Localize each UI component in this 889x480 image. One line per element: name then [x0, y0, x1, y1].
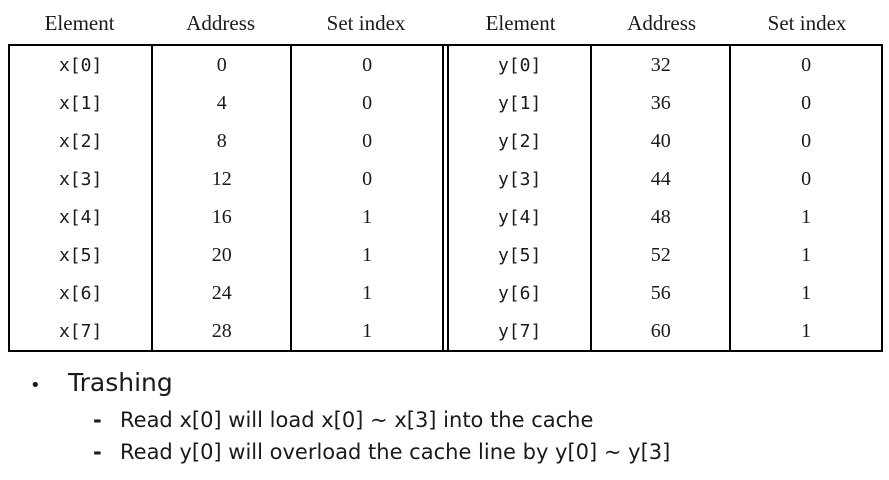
table-header-row: Element Address Set index Element Addres…: [8, 4, 883, 42]
column-header-element: Element: [485, 10, 556, 35]
address-cell: 16: [153, 198, 293, 236]
table-row: x[5]20 1: [10, 236, 442, 274]
element-cell: y[1]: [449, 84, 593, 122]
set-index-cell: 1: [801, 243, 812, 266]
y-table-headers: Element Address Set index: [449, 4, 883, 42]
table-row: x[3]12 0: [10, 160, 442, 198]
element-cell: y[6]: [449, 274, 593, 312]
set-index-cell: 0: [801, 167, 812, 190]
address-cell: 36: [592, 84, 732, 122]
sub-bullet-point: - Read x[0] will load x[0] ~ x[3] into t…: [93, 408, 889, 440]
table-row: y[6]56 1: [449, 274, 881, 312]
set-index-cell: 1: [362, 281, 373, 304]
column-header-element: Element: [44, 10, 115, 35]
double-rule-divider: [442, 46, 449, 350]
x-table-headers: Element Address Set index: [8, 4, 442, 42]
set-index-cell: 0: [801, 53, 812, 76]
set-index-cell: 0: [362, 91, 373, 114]
sub-bullet-text: Read y[0] will overload the cache line b…: [120, 440, 671, 464]
bullet-title: Trashing: [68, 368, 173, 397]
element-cell: y[3]: [449, 160, 593, 198]
address-cell: 8: [153, 122, 293, 160]
table-row: y[0]32 0: [449, 46, 881, 84]
sub-bullet-point: - Read y[0] will overload the cache line…: [93, 440, 889, 472]
table-row: x[7]28 1: [10, 312, 442, 350]
address-cell: 20: [153, 236, 293, 274]
table-row: y[7]60 1: [449, 312, 881, 350]
header-gap: [442, 4, 449, 42]
address-cell: 28: [153, 312, 293, 350]
address-cell: 56: [592, 274, 732, 312]
set-index-cell: 1: [801, 319, 812, 342]
address-cell: 60: [592, 312, 732, 350]
bullet-icon: •: [30, 375, 41, 396]
notes-section: • Trashing - Read x[0] will load x[0] ~ …: [0, 368, 889, 472]
address-cell: 12: [153, 160, 293, 198]
element-cell: y[2]: [449, 122, 593, 160]
table-row: x[2]8 0: [10, 122, 442, 160]
element-cell: y[7]: [449, 312, 593, 350]
set-index-cell: 1: [362, 243, 373, 266]
address-cell: 52: [592, 236, 732, 274]
table-row: y[4]48 1: [449, 198, 881, 236]
element-cell: x[5]: [10, 236, 154, 274]
set-index-cell: 0: [362, 129, 373, 152]
set-index-cell: 0: [362, 53, 373, 76]
set-index-cell: 0: [801, 91, 812, 114]
set-index-cell: 1: [801, 281, 812, 304]
element-cell: x[0]: [10, 46, 154, 84]
element-cell: x[3]: [10, 160, 154, 198]
dash-icon: -: [93, 408, 102, 432]
table-row: y[5]52 1: [449, 236, 881, 274]
sub-bullet-text: Read x[0] will load x[0] ~ x[3] into the…: [120, 408, 594, 432]
element-cell: x[4]: [10, 198, 154, 236]
column-header-set-index: Set index: [767, 10, 847, 35]
dash-icon: -: [93, 440, 102, 464]
element-cell: x[7]: [10, 312, 154, 350]
address-cell: 44: [592, 160, 732, 198]
set-index-cell: 1: [362, 205, 373, 228]
set-index-cell: 0: [362, 167, 373, 190]
column-header-address: Address: [627, 10, 697, 35]
table-row: y[3]44 0: [449, 160, 881, 198]
address-cell: 48: [592, 198, 732, 236]
element-cell: x[2]: [10, 122, 154, 160]
element-cell: x[6]: [10, 274, 154, 312]
set-index-cell: 1: [801, 205, 812, 228]
address-cell: 32: [592, 46, 732, 84]
element-cell: y[0]: [449, 46, 593, 84]
element-cell: x[1]: [10, 84, 154, 122]
column-header-address: Address: [186, 10, 256, 35]
set-index-cell: 0: [801, 129, 812, 152]
element-cell: y[5]: [449, 236, 593, 274]
address-cell: 40: [592, 122, 732, 160]
table-row: x[6]24 1: [10, 274, 442, 312]
table-row: x[4]16 1: [10, 198, 442, 236]
bullet-point: • Trashing: [30, 368, 889, 408]
address-cell: 24: [153, 274, 293, 312]
address-cell: 4: [153, 84, 293, 122]
table-row: y[1]36 0: [449, 84, 881, 122]
element-cell: y[4]: [449, 198, 593, 236]
set-index-cell: 1: [362, 319, 373, 342]
address-cell: 0: [153, 46, 293, 84]
table-row: y[2]40 0: [449, 122, 881, 160]
column-header-set-index: Set index: [326, 10, 406, 35]
table-row: x[1]4 0: [10, 84, 442, 122]
